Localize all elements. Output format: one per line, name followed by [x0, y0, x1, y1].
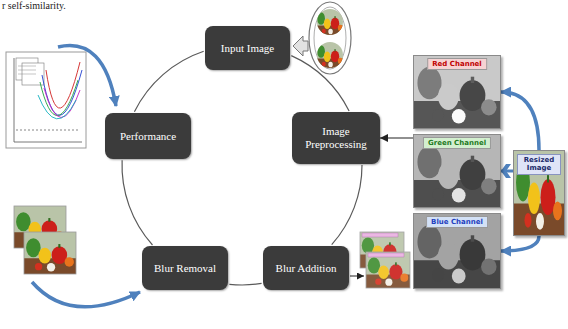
- cycle-arc: [291, 56, 349, 111]
- box-label: Blur Removal: [154, 262, 216, 275]
- text-fragment: r self-similarity.: [2, 0, 66, 11]
- connector-arrow: [501, 170, 513, 173]
- image-title: Green Channel: [423, 137, 491, 149]
- cycle-arc: [122, 160, 152, 245]
- box-label: Input Image: [221, 42, 274, 55]
- blurred-image: [366, 252, 410, 288]
- image-frame: [24, 232, 76, 274]
- box-label: Image Preprocessing: [298, 125, 374, 150]
- restored-images: [14, 206, 76, 274]
- curved-arrow: [58, 46, 116, 106]
- oval-frame: [314, 7, 346, 69]
- process-box: Image Preprocessing: [292, 112, 380, 164]
- process-box: Performance: [105, 113, 191, 159]
- connector-arrow: [380, 137, 413, 138]
- resized-image: Resized Image: [513, 150, 565, 236]
- curved-arrow: [32, 282, 140, 307]
- process-box: Input Image: [205, 26, 290, 70]
- input-images: [309, 2, 351, 74]
- oval-frame: [309, 2, 351, 74]
- image-title: Blue Channel: [426, 216, 488, 228]
- cycle-arc: [134, 51, 203, 112]
- connector-arrow: [501, 236, 539, 251]
- plot-frame: [6, 52, 86, 148]
- plot-legend-lines: [18, 66, 36, 74]
- hollow-arrow: [293, 36, 308, 56]
- cycle-arc: [332, 165, 362, 245]
- process-box: Blur Addition: [263, 246, 349, 290]
- channel-image: Red Channel: [413, 55, 501, 129]
- plot-curve: [16, 130, 80, 131]
- image-title: Red Channel: [427, 58, 487, 70]
- box-label: Performance: [120, 130, 176, 143]
- plot-curve: [42, 70, 82, 115]
- cycle-arc: [229, 283, 261, 285]
- channel-image: Blue Channel: [413, 213, 501, 289]
- image-title: Resized Image: [517, 154, 561, 175]
- image-title-strip: [368, 253, 404, 257]
- channel-image: Green Channel: [413, 134, 501, 208]
- image-title-strip: [362, 233, 398, 237]
- process-box: Blur Removal: [142, 246, 228, 290]
- image-frame: [366, 252, 410, 288]
- small-arrow: [350, 276, 364, 277]
- connector-arrow: [501, 92, 539, 150]
- restored-image: [24, 232, 76, 274]
- input-photo: [316, 8, 344, 36]
- performance-plot: [6, 52, 86, 148]
- box-label: Blur Addition: [276, 262, 337, 275]
- plot-curve: [38, 95, 76, 119]
- input-photo: [316, 41, 344, 69]
- plot-axis: [14, 58, 15, 142]
- blurred-images: [360, 232, 410, 288]
- plot-axis: [14, 142, 82, 143]
